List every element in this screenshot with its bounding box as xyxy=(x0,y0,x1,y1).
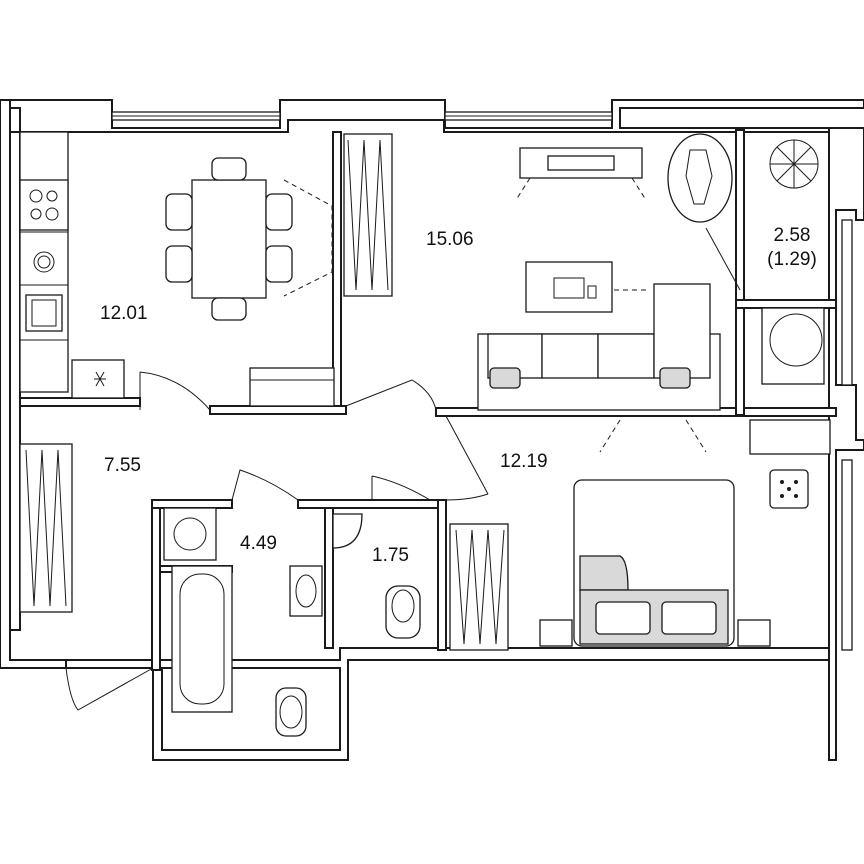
bedroom-area-label: 12.19 xyxy=(500,451,548,472)
kitchen-area-label: 12.01 xyxy=(100,303,148,324)
doors xyxy=(65,371,489,711)
windows xyxy=(111,111,853,651)
balcony-area: 2.58 xyxy=(773,225,811,246)
kitchen-furniture xyxy=(19,131,335,407)
toilet-area-label: 1.75 xyxy=(372,545,409,566)
tv-stand xyxy=(519,147,643,179)
living-room-area-label: 15.06 xyxy=(426,229,474,250)
bathtub xyxy=(171,565,233,713)
toilet-fixtures xyxy=(332,513,421,639)
desk xyxy=(525,261,613,313)
toilet-sink xyxy=(332,513,363,549)
balcony-area-reduced: (1.29) xyxy=(767,248,817,270)
bathroom-fixtures xyxy=(163,507,323,737)
bath-sink xyxy=(289,565,323,617)
toilet xyxy=(385,585,421,639)
bathroom-area-label: 4.49 xyxy=(240,533,277,554)
pet-bed xyxy=(667,133,733,223)
hallway-furniture xyxy=(19,443,73,613)
dining-table xyxy=(191,179,267,299)
armchair xyxy=(761,307,825,385)
washing-machine xyxy=(163,507,217,561)
balcony-area-label: 2.58 (1.29) xyxy=(762,224,822,272)
bedroom-furniture xyxy=(449,419,831,651)
exterior-walls xyxy=(0,99,864,761)
living-room-furniture xyxy=(343,133,825,411)
hallway-area-label: 7.55 xyxy=(104,455,141,476)
